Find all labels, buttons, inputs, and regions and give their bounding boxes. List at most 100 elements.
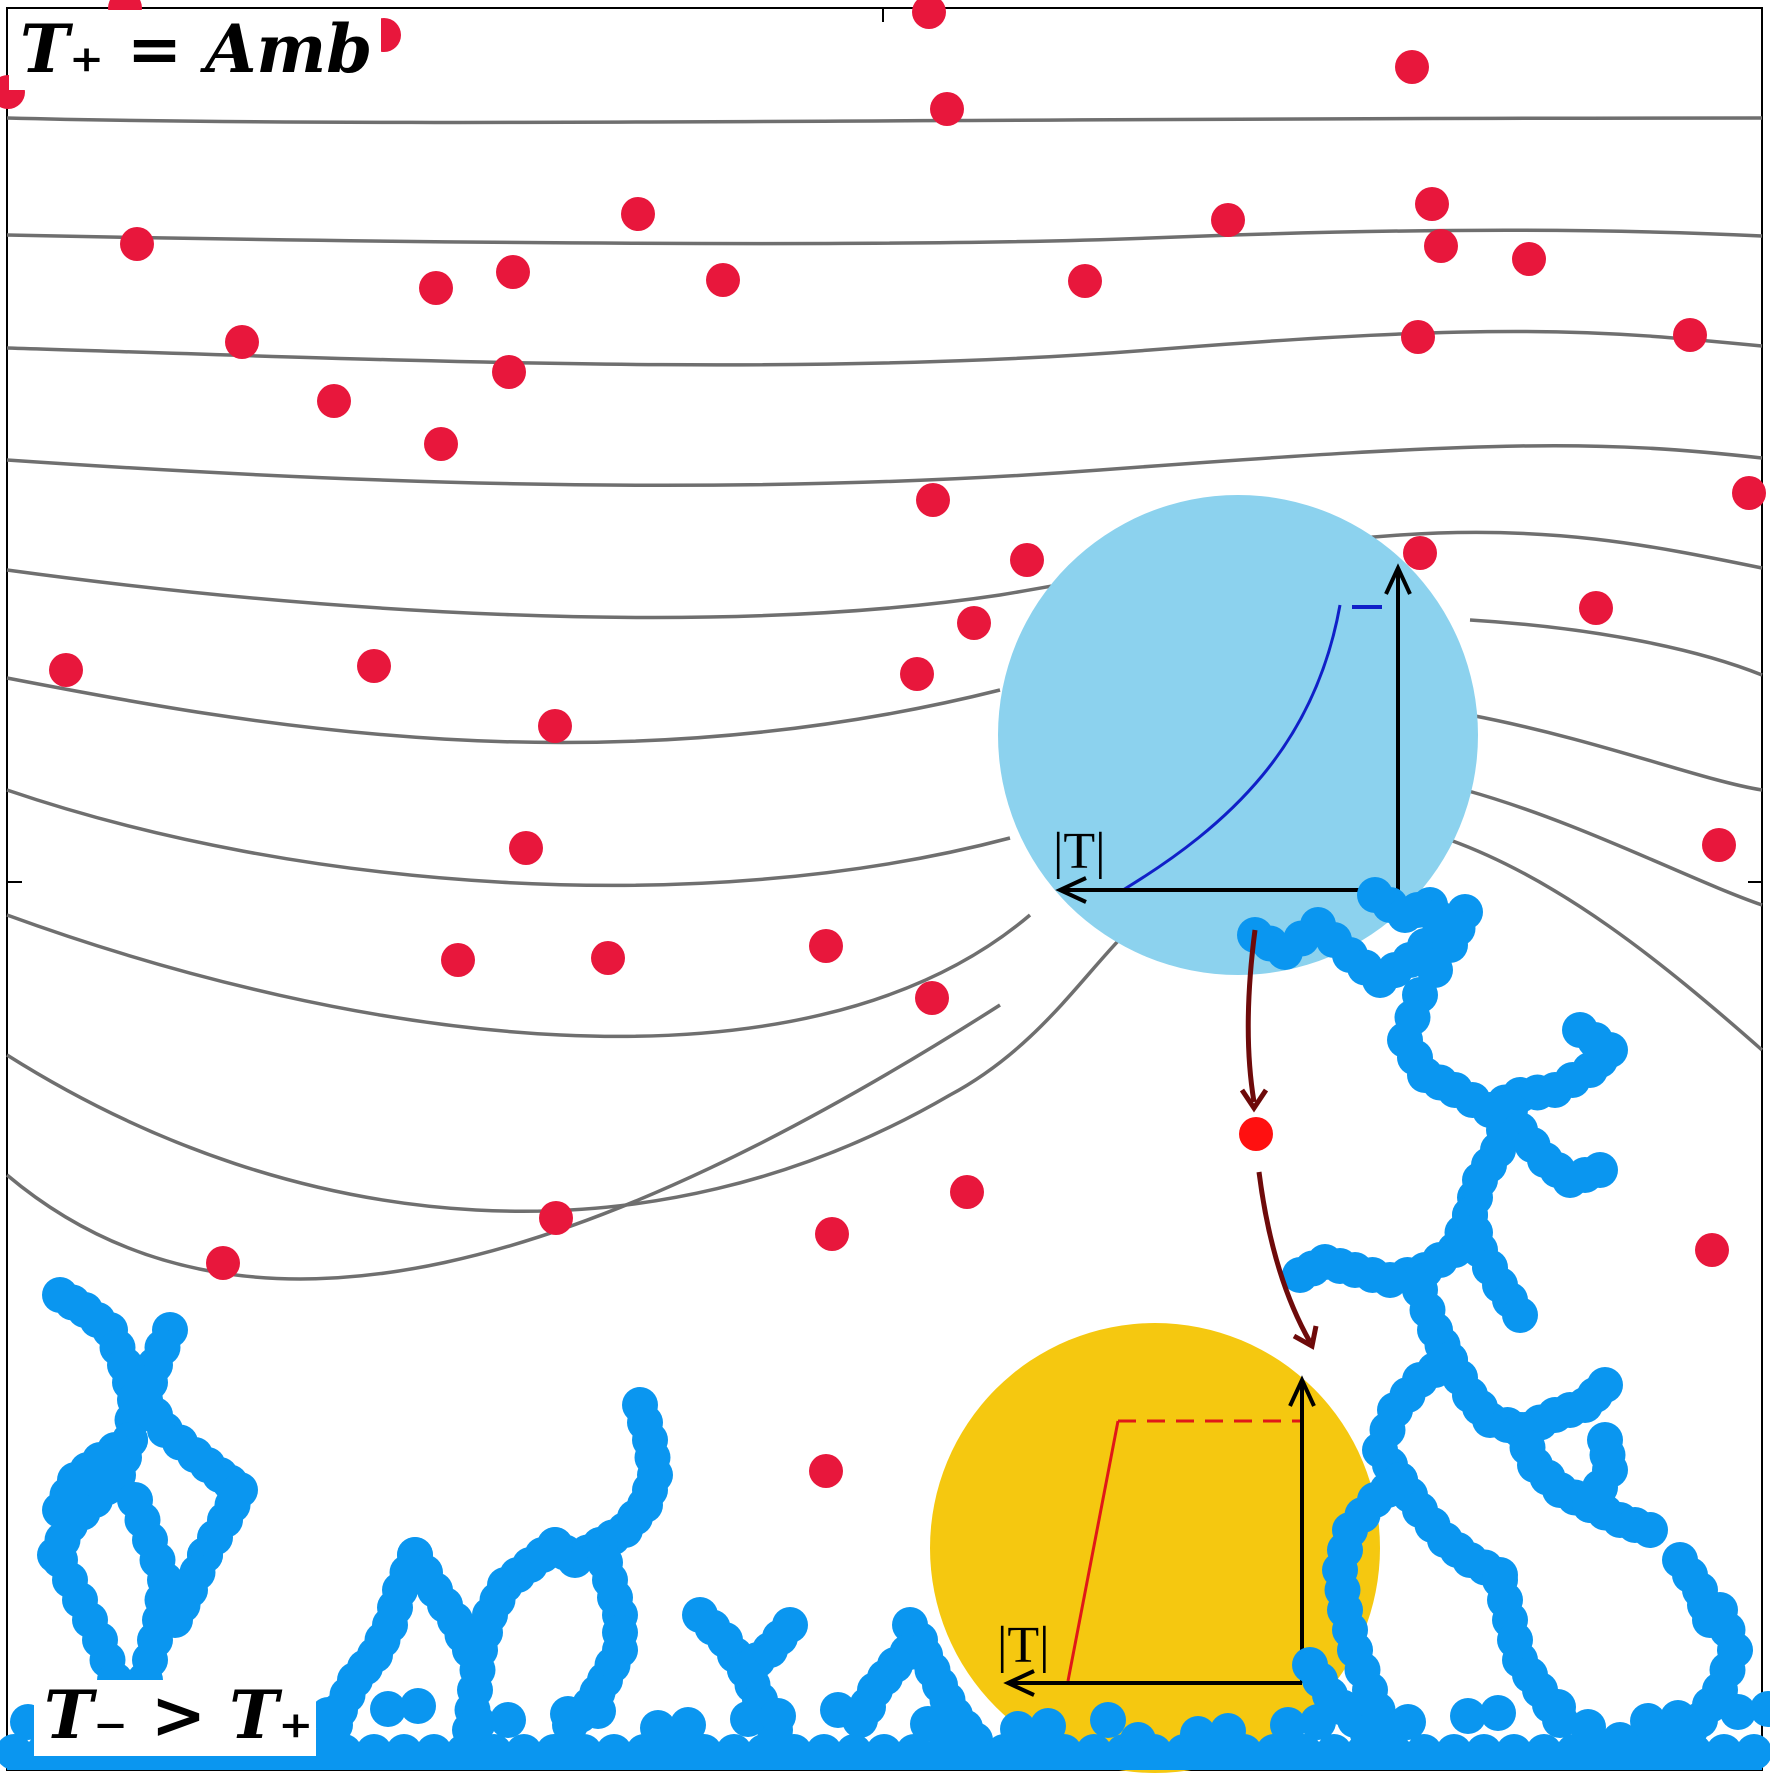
- aggregate-particle: [1750, 1691, 1770, 1727]
- aggregate-particle: [1427, 912, 1463, 948]
- curved-arrow-icon: [1239, 1088, 1269, 1113]
- axis-arrow-icon: [1003, 1669, 1035, 1697]
- streamline: [6, 618, 1763, 745]
- axis-arrow-icon: [1288, 1375, 1316, 1407]
- curved-arrow-icon: [1245, 929, 1258, 1103]
- particle: [1395, 50, 1429, 84]
- bottom-boundary-label: T₋ > T₊: [44, 1676, 313, 1754]
- curved-arrow-icon: [1292, 1325, 1319, 1350]
- top-label-bg: [9, 10, 381, 90]
- particle: [49, 653, 83, 687]
- streamline: [6, 443, 1763, 488]
- particle: [1010, 543, 1044, 577]
- particle: [1424, 229, 1458, 263]
- particle: [1673, 318, 1707, 352]
- aggregate-particle: [850, 1689, 886, 1725]
- top-inset-axis-label: |T|: [1053, 823, 1106, 880]
- particle: [424, 427, 458, 461]
- particle: [809, 1454, 843, 1488]
- particle: [539, 1201, 573, 1235]
- top-inset-profile-curve: [1122, 604, 1342, 892]
- particle: [225, 325, 259, 359]
- particle: [912, 0, 946, 29]
- aggregate-particle: [550, 1696, 586, 1732]
- aggregate-particle: [42, 1492, 78, 1528]
- bottom-inset-profile-curve: [1066, 1420, 1120, 1682]
- axis-arrow-icon: [1384, 563, 1412, 595]
- particle: [815, 1217, 849, 1251]
- particle: [441, 943, 475, 977]
- particle: [1702, 828, 1736, 862]
- aggregate-particle: [370, 1691, 406, 1727]
- aggregate-particle: [1282, 1257, 1318, 1293]
- particle: [419, 271, 453, 305]
- particle: [950, 1175, 984, 1209]
- aggregate-particle: [1300, 1704, 1336, 1740]
- particle: [915, 981, 949, 1015]
- streamline: [6, 116, 1763, 125]
- streamline: [6, 713, 1763, 888]
- aggregate-particle: [820, 1692, 856, 1728]
- particle: [900, 657, 934, 691]
- suspended-particles: [0, 0, 1766, 1488]
- axis-arrow-icon: [1055, 876, 1087, 904]
- aggregate-particle: [1390, 1704, 1426, 1740]
- aggregate-particle: [910, 1706, 946, 1742]
- bottom-inset: |T|: [930, 1323, 1380, 1773]
- aggregate-particle: [580, 1693, 616, 1729]
- aggregate-particle: [1540, 1689, 1576, 1725]
- particle: [1732, 476, 1766, 510]
- aggregate-particle: [1450, 1698, 1486, 1734]
- particle: [706, 263, 740, 297]
- aggregate-particle: [1030, 1708, 1066, 1744]
- particle: [206, 1246, 240, 1280]
- aggregate-particle: [1562, 1012, 1598, 1048]
- particle: [1403, 536, 1437, 570]
- aggregate-particle: [1502, 1297, 1538, 1333]
- streamline: [6, 228, 1763, 246]
- aggregate-particle: [1630, 1703, 1666, 1739]
- bottom-inset-disk: [930, 1323, 1380, 1773]
- transition-pathway: [1239, 929, 1319, 1350]
- particle: [1211, 203, 1245, 237]
- deposit-aggregates: [0, 877, 1770, 1770]
- aggregate-particle: [310, 1697, 346, 1733]
- transitioning-particle: [1239, 1117, 1273, 1151]
- streamline: [5, 1003, 1001, 1281]
- aggregate-particle: [1582, 1152, 1618, 1188]
- aggregate-particle: [1660, 1700, 1696, 1736]
- substrate-wall: [7, 1756, 1762, 1770]
- particle: [809, 929, 843, 963]
- top-boundary-label: T₊ = Amb: [20, 10, 372, 88]
- streamlines: [5, 116, 1764, 1281]
- frame: [6, 7, 1763, 1771]
- particle: [317, 384, 351, 418]
- aggregate-particle: [1587, 1367, 1623, 1403]
- particle: [1512, 242, 1546, 276]
- aggregate-particle: [400, 1688, 436, 1724]
- aggregate-particle: [1090, 1702, 1126, 1738]
- top-inset-disk: [998, 495, 1478, 975]
- particle: [957, 606, 991, 640]
- aggregate-particle: [772, 1607, 808, 1643]
- particle: [492, 355, 526, 389]
- aggregate-particle: [760, 1698, 796, 1734]
- aggregate-particle: [157, 1602, 193, 1638]
- particle: [120, 227, 154, 261]
- particle: [1401, 320, 1435, 354]
- streamline: [6, 329, 1763, 367]
- bottom-inset-axis-label: |T|: [997, 1617, 1050, 1674]
- aggregate-particle: [730, 1701, 766, 1737]
- bottom-label-bg: [34, 1680, 316, 1756]
- aggregate-particle: [1632, 1512, 1668, 1548]
- aggregate-particle: [1720, 1694, 1756, 1730]
- aggregate-particle: [1692, 1602, 1728, 1638]
- particle: [509, 831, 543, 865]
- particle: [357, 649, 391, 683]
- aggregate-particle: [452, 1632, 488, 1668]
- particle: [916, 483, 950, 517]
- aggregate-particle: [1360, 1707, 1396, 1743]
- aggregate-particle: [1587, 1422, 1623, 1458]
- particle: [930, 92, 964, 126]
- curved-arrow-icon: [1256, 1171, 1313, 1344]
